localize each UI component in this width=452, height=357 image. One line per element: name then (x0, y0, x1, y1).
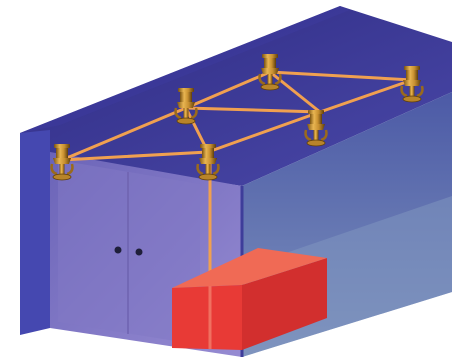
pipe-network (60, 70, 414, 162)
left-wall (20, 130, 50, 335)
roof (20, 6, 452, 186)
door-handle-left (114, 246, 122, 254)
door (58, 160, 200, 345)
red-box-front (172, 285, 242, 350)
red-box-side (242, 258, 327, 350)
red-box-top (172, 248, 327, 288)
roof-ridge-shadow (20, 6, 350, 133)
door-handle-right (135, 248, 143, 256)
